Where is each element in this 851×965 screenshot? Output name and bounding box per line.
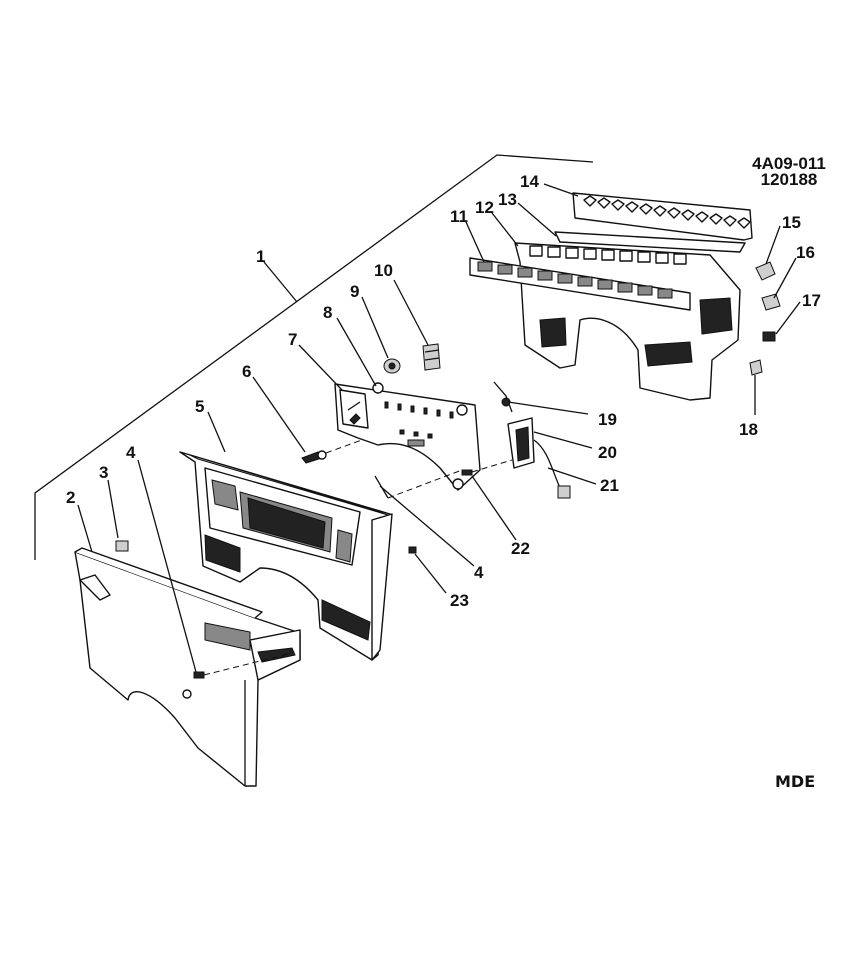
callout-7: 7 (288, 330, 297, 349)
callout-3: 3 (99, 463, 108, 482)
strip-holes (583, 195, 751, 229)
callout-4: 4 (126, 443, 136, 462)
callout-20: 20 (598, 443, 617, 462)
figure-ref-code: 4A09-011 (752, 154, 826, 173)
housing-cells (529, 245, 687, 265)
callout-19: 19 (598, 410, 617, 429)
part-11-13-housing (469, 231, 746, 401)
assembly-bracket (34, 154, 594, 560)
leader-lines (77, 183, 801, 673)
brand-mark: MDE (775, 772, 816, 791)
callout-4b: 22 (511, 539, 530, 558)
part-14-strip (572, 192, 753, 241)
callout-23: 23 (450, 591, 469, 610)
gauge-ticks (384, 401, 454, 447)
callout-17: 17 (802, 291, 821, 310)
figure-ref-number: 120188 (760, 170, 818, 189)
callout-16: 16 (796, 243, 815, 262)
callout-21: 21 (600, 476, 619, 495)
callout-11: 11 (450, 207, 468, 226)
callout-1: 1 (256, 247, 265, 266)
part-4-screw-left (193, 652, 293, 679)
parts-19-22-hardware (374, 381, 571, 499)
callout-8: 8 (323, 303, 332, 322)
part-3-clip (115, 540, 129, 552)
callout-12: 12 (475, 198, 494, 217)
lens-windows (477, 261, 673, 299)
part-5-bezel (179, 451, 393, 661)
callout-18: 18 (739, 420, 758, 439)
callout-6: 6 (242, 362, 251, 381)
part-10-block (422, 343, 441, 371)
parts-15-18-sockets (749, 261, 781, 376)
callout-5: 5 (195, 397, 204, 416)
part-6-pin (301, 436, 371, 464)
callout-2: 2 (66, 488, 75, 507)
callout-15: 15 (782, 213, 801, 232)
callout-13: 13 (498, 190, 517, 209)
part-7-8-gauge-cluster (334, 382, 481, 491)
part-23-screw (408, 546, 417, 554)
callout-22: 4 (474, 563, 484, 582)
callout-10: 10 (374, 261, 393, 280)
callout-labels: 1 2 3 4 5 6 7 8 9 10 11 12 13 14 15 16 1… (66, 172, 821, 610)
part-9-grommet (383, 358, 401, 374)
callout-9: 9 (350, 282, 359, 301)
part-2-lower-panel (74, 547, 301, 787)
callout-14: 14 (520, 172, 539, 191)
